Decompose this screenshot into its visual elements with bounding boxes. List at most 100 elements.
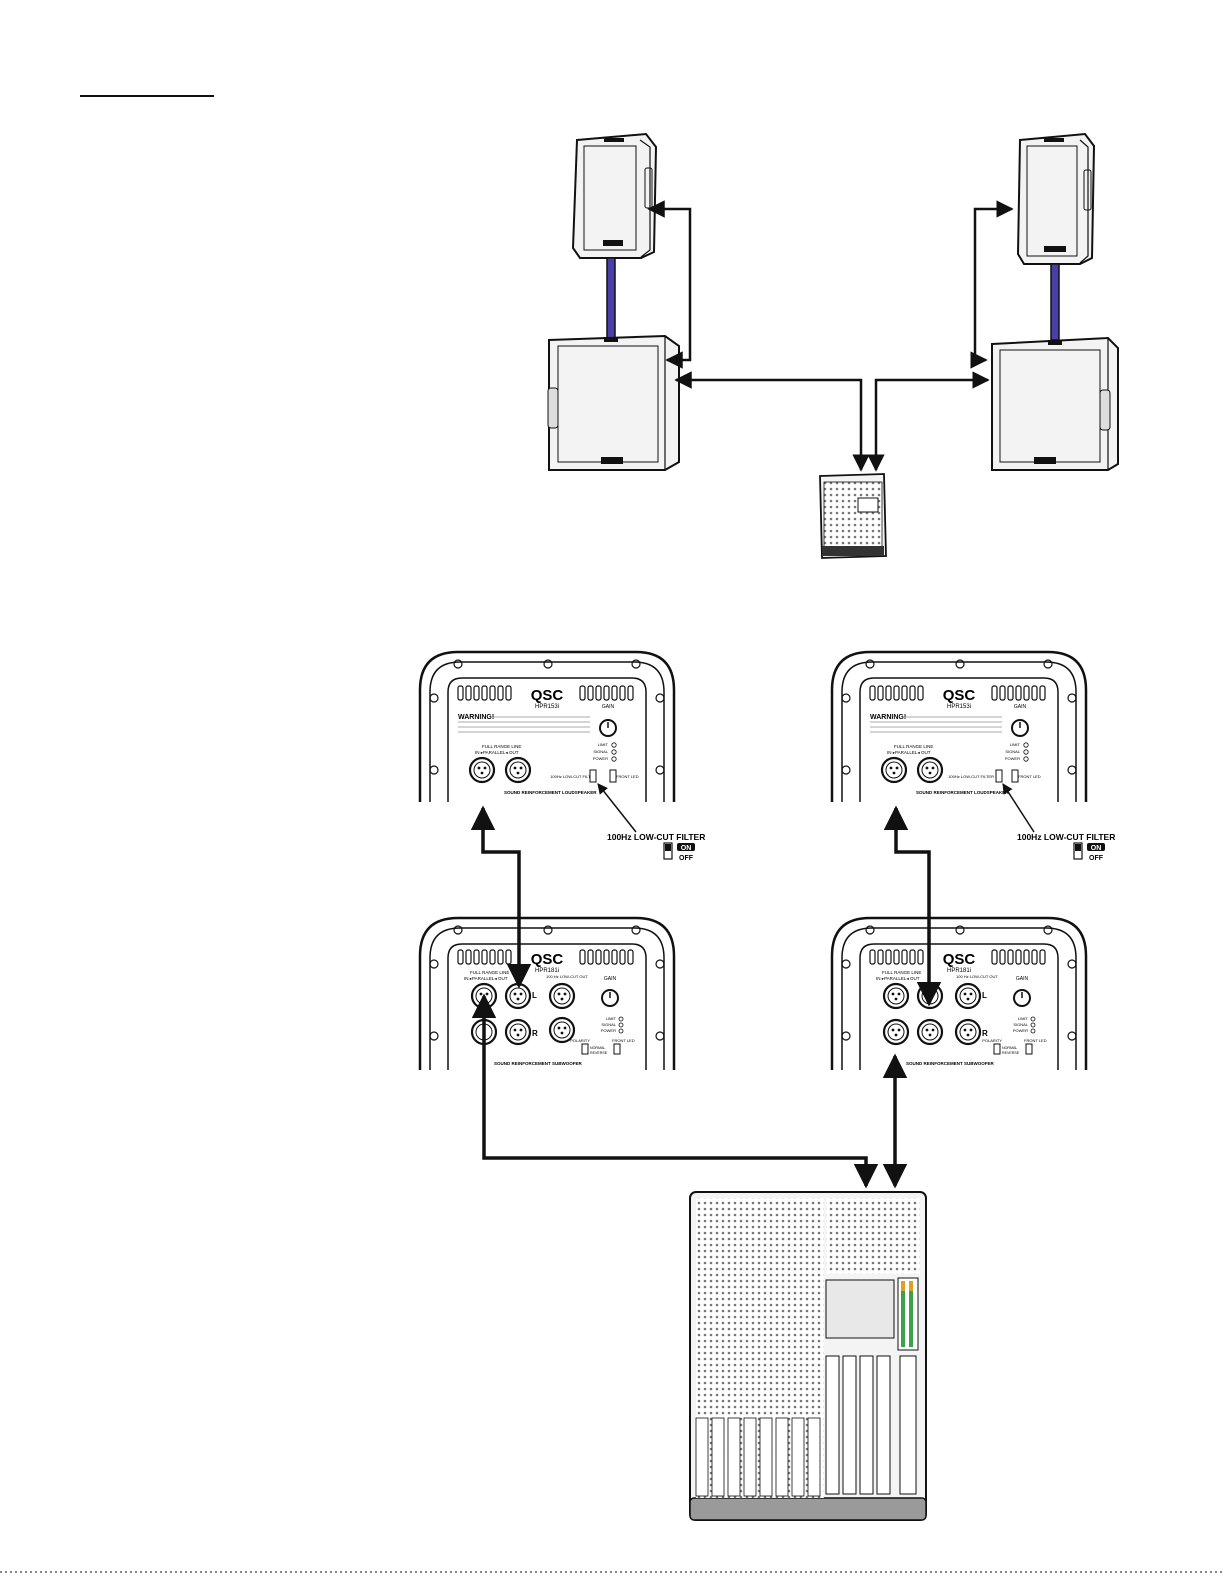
xlr-out[interactable] <box>504 756 532 784</box>
channel-l: L <box>532 991 537 1000</box>
channel-r: R <box>982 1029 988 1038</box>
front-led-switch[interactable] <box>1025 1043 1033 1055</box>
panel-sub-left: QSC HPR181i FULL RANGE LINE IN ▸PARALLEL… <box>418 916 676 1070</box>
panel-top-right: QSC HPR153i WARNING! GAIN FULL RANGE LIN… <box>830 650 1088 802</box>
panel-model: HPR181i <box>535 968 559 974</box>
callout-off: OFF <box>1089 855 1104 862</box>
panel-full-range: FULL RANGE LINE <box>470 970 509 975</box>
panel-brand: QSC <box>531 951 564 968</box>
xlr-out[interactable] <box>916 756 944 784</box>
led-limit-label: LIMIT <box>1010 742 1021 747</box>
left-subwoofer <box>547 334 680 471</box>
panel-gain-label: GAIN <box>604 976 617 982</box>
panel-top-left: QSC HPR153i WARNING! GAIN FULL RANGE LIN… <box>418 650 676 802</box>
panel-brand: QSC <box>943 951 976 968</box>
led-power-label: POWER <box>601 1028 616 1033</box>
panel-sub-right: QSC HPR181i FULL RANGE LINE IN ▸PARALLEL… <box>830 916 1088 1070</box>
panel-footer: SOUND REINFORCEMENT SUBWOOFER <box>906 1061 995 1066</box>
right-subwoofer <box>991 336 1119 471</box>
xlr-lowcut-l[interactable] <box>954 982 982 1010</box>
front-led-label: FRONT LED <box>612 1038 635 1043</box>
panel-lowcut-out: 100 Hz LOW-CUT OUT <box>546 974 588 979</box>
panel-model: HPR153i <box>535 704 559 710</box>
xlr-in[interactable] <box>880 756 908 784</box>
panel-model: HPR181i <box>947 968 971 974</box>
panel-warning: WARNING! <box>458 714 494 721</box>
left-top-speaker <box>571 132 658 339</box>
panel-in-out: IN ▸PARALLEL◂ OUT <box>464 976 508 981</box>
xlr-lowcut-r[interactable] <box>954 1018 982 1046</box>
xlr-in[interactable] <box>468 756 496 784</box>
callout-on: ON <box>1091 845 1102 852</box>
led-power-label: POWER <box>1013 1028 1028 1033</box>
callout-title: 100Hz LOW-CUT FILTER <box>1017 832 1115 842</box>
panel-gain-label: GAIN <box>602 704 615 710</box>
panel-footer: SOUND REINFORCEMENT SUBWOOFER <box>494 1061 583 1066</box>
xlr-out-l[interactable] <box>504 982 532 1010</box>
polarity-switch[interactable] <box>581 1043 589 1055</box>
panel-footer: SOUND REINFORCEMENT LOUDSPEAKER <box>504 790 597 795</box>
panel-brand: QSC <box>531 687 564 704</box>
small-mixer <box>819 473 887 559</box>
panel-in-out: IN ▸PARALLEL◂ OUT <box>876 976 920 981</box>
led-limit-label: LIMIT <box>1018 1016 1029 1021</box>
lowcut-callout-left: 100Hz LOW-CUT FILTER ON OFF <box>597 783 705 862</box>
panel-warning: WARNING! <box>870 714 906 721</box>
top-diagram-cables <box>647 200 1014 472</box>
polarity-switch[interactable] <box>993 1043 1001 1055</box>
lowcut-callout-right: 100Hz LOW-CUT FILTER ON OFF <box>1002 783 1115 862</box>
panel-brand: QSC <box>943 687 976 704</box>
panel-footer: SOUND REINFORCEMENT LOUDSPEAKER <box>916 790 1009 795</box>
polarity-reverse: REVERSE <box>1002 1051 1020 1055</box>
xlr-in-r[interactable] <box>882 1018 910 1046</box>
callout-on: ON <box>681 845 692 852</box>
led-power-label: POWER <box>593 756 608 761</box>
panel-full-range: FULL RANGE LINE <box>482 744 521 749</box>
led-power-label: POWER <box>1005 756 1020 761</box>
bottom-cables <box>470 805 942 1189</box>
panel-full-range: FULL RANGE LINE <box>882 970 921 975</box>
lowcut-switch-label: 100Hz LOW-CUT FILTER <box>948 774 994 779</box>
led-limit-label: LIMIT <box>598 742 609 747</box>
led-signal-label: SIGNAL <box>1013 1022 1028 1027</box>
front-led-switch[interactable] <box>613 1043 621 1055</box>
led-signal-label: SIGNAL <box>601 1022 616 1027</box>
front-led-label: FRONT LED <box>1018 774 1041 779</box>
channel-r: R <box>532 1029 538 1038</box>
polarity-label: POLARITY <box>570 1038 590 1043</box>
panel-model: HPR153i <box>947 704 971 710</box>
led-signal-label: SIGNAL <box>593 749 608 754</box>
large-mixer <box>689 1191 927 1521</box>
polarity-label: POLARITY <box>982 1038 1002 1043</box>
panel-full-range: FULL RANGE LINE <box>894 744 933 749</box>
xlr-in-l[interactable] <box>882 982 910 1010</box>
led-limit-label: LIMIT <box>606 1016 617 1021</box>
front-led-label: FRONT LED <box>1024 1038 1047 1043</box>
panel-in-out: IN ▸PARALLEL◂ OUT <box>887 750 931 755</box>
led-signal-label: SIGNAL <box>1005 749 1020 754</box>
polarity-normal: NORMAL <box>590 1046 605 1050</box>
panel-in-out: IN ▸PARALLEL◂ OUT <box>475 750 519 755</box>
lowcut-switch-label: 100Hz LOW-CUT FILTER <box>550 774 596 779</box>
polarity-reverse: REVERSE <box>590 1051 608 1055</box>
front-led-label: FRONT LED <box>616 774 639 779</box>
lowcut-switch[interactable] <box>995 769 1003 783</box>
lowcut-switch[interactable] <box>589 769 597 783</box>
mixer-channel-faders <box>695 1417 821 1497</box>
mixer-master-section <box>825 1198 920 1351</box>
panel-gain-label: GAIN <box>1014 704 1027 710</box>
front-led-switch[interactable] <box>1011 769 1019 783</box>
panel-gain-label: GAIN <box>1016 976 1029 982</box>
xlr-out-r[interactable] <box>504 1018 532 1046</box>
panel-lowcut-out: 100 Hz LOW-CUT OUT <box>956 974 998 979</box>
callout-off: OFF <box>679 855 694 862</box>
xlr-lowcut-l[interactable] <box>548 982 576 1010</box>
right-top-speaker <box>1016 132 1096 341</box>
front-led-switch[interactable] <box>609 769 617 783</box>
channel-l: L <box>982 991 987 1000</box>
xlr-out-r[interactable] <box>916 1018 944 1046</box>
mixer-master-faders <box>825 1355 917 1495</box>
callout-title: 100Hz LOW-CUT FILTER <box>607 832 705 842</box>
